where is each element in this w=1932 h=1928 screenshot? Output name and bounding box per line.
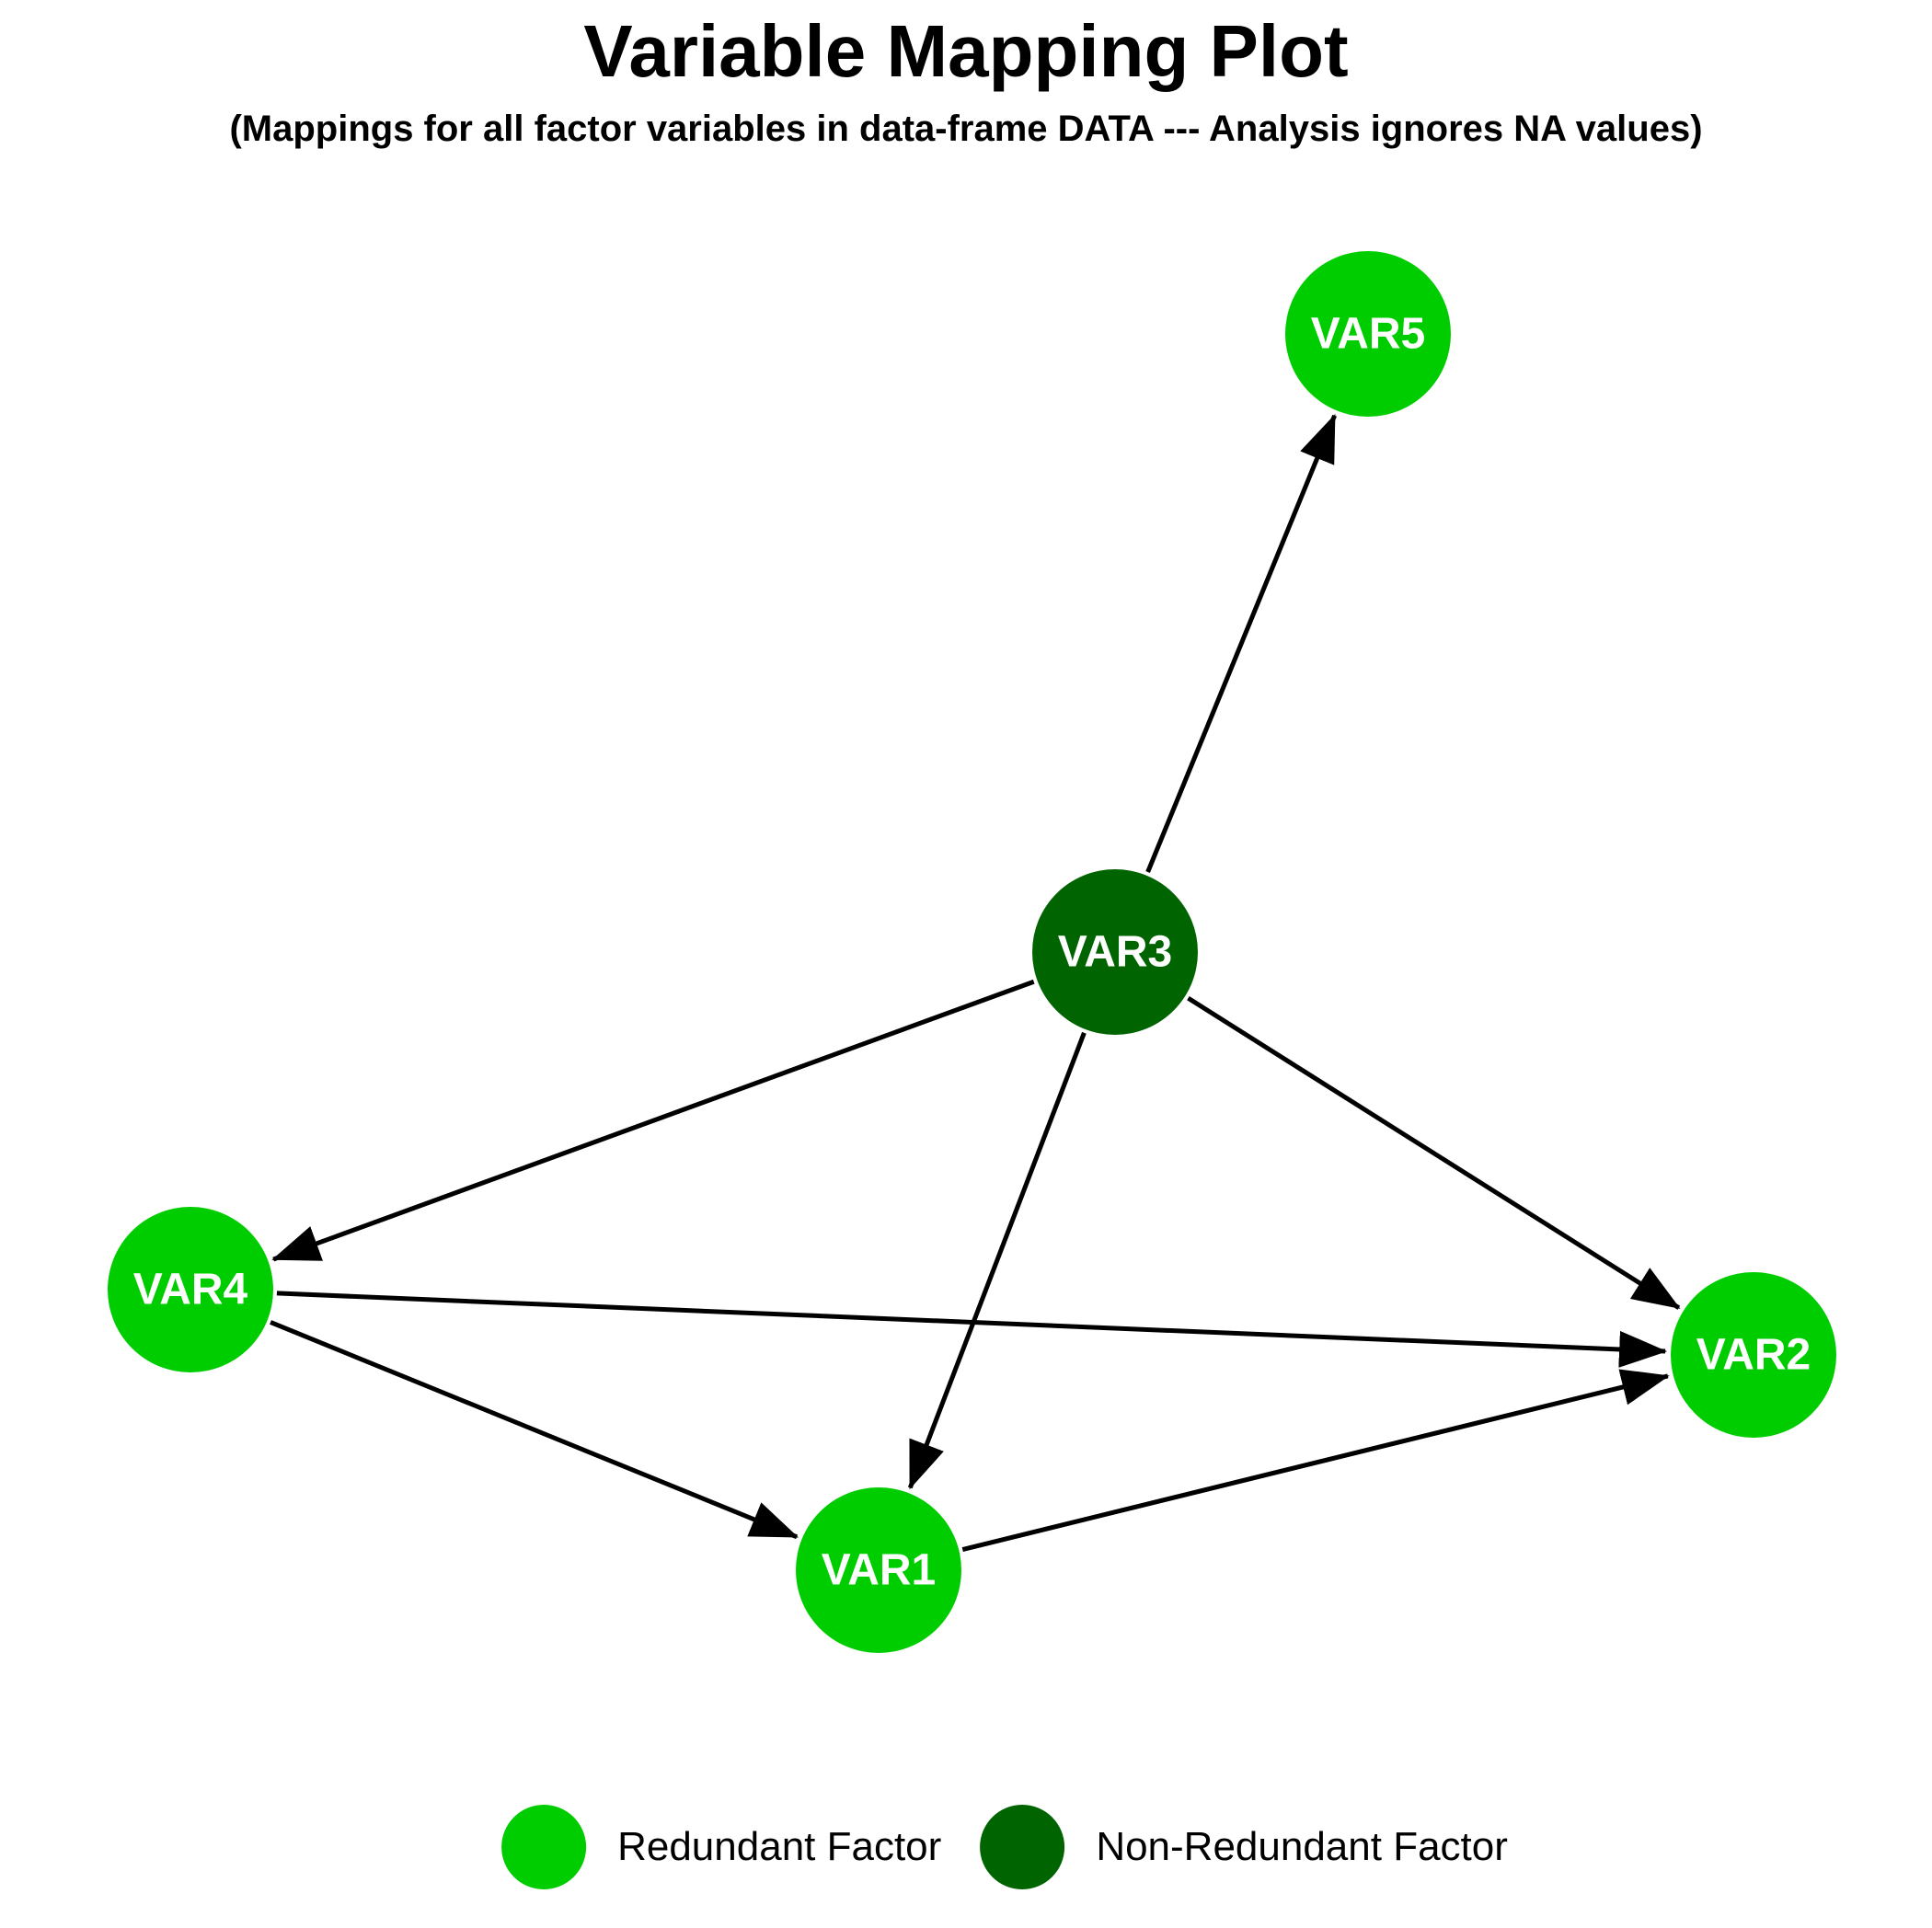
- node-VAR3: [1032, 869, 1198, 1035]
- legend-item-non-redundant: Non-Redundant Factor: [980, 1805, 1508, 1889]
- edge-VAR4-VAR2: [276, 1291, 1668, 1368]
- edges-layer: [270, 413, 1681, 1552]
- edge-VAR4-VAR1: [270, 1320, 799, 1540]
- node-label-VAR1: VAR1: [822, 1546, 936, 1595]
- node-label-VAR3: VAR3: [1058, 928, 1172, 977]
- node-VAR2: [1671, 1272, 1836, 1438]
- legend-item-redundant: Redundant Factor: [501, 1805, 941, 1889]
- edge-VAR3-VAR5: [1145, 413, 1337, 873]
- node-VAR1: [796, 1487, 961, 1653]
- legend-label-non-redundant: Non-Redundant Factor: [1096, 1824, 1508, 1869]
- redundant-factor-marker-icon: [501, 1805, 587, 1889]
- edge-VAR3-VAR4: [271, 979, 1035, 1262]
- legend: Redundant Factor Non-Redundant Factor: [501, 1805, 1508, 1889]
- node-label-VAR5: VAR5: [1311, 310, 1425, 359]
- edge-VAR3-VAR2: [1187, 996, 1681, 1310]
- non-redundant-factor-marker-icon: [980, 1805, 1065, 1889]
- plot-subtitle: (Mappings for all factor variables in da…: [229, 109, 1703, 149]
- node-VAR4: [108, 1207, 273, 1372]
- node-VAR5: [1285, 251, 1451, 417]
- plot-title: Variable Mapping Plot: [583, 10, 1349, 92]
- plot-header: Variable Mapping Plot (Mappings for all …: [0, 9, 1932, 150]
- edge-VAR3-VAR1: [907, 1031, 1087, 1490]
- node-label-VAR2: VAR2: [1696, 1331, 1811, 1380]
- node-label-VAR4: VAR4: [133, 1266, 248, 1314]
- edge-VAR1-VAR2: [961, 1369, 1670, 1552]
- legend-label-redundant: Redundant Factor: [617, 1824, 942, 1869]
